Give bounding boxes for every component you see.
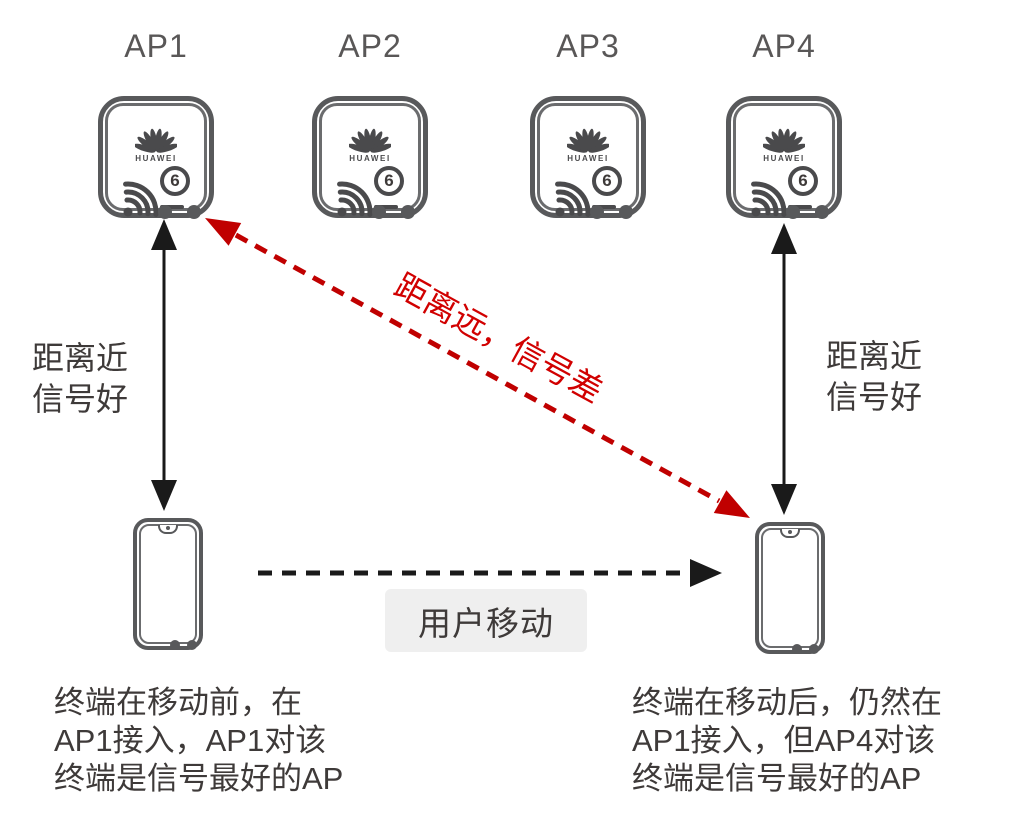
phone-screen <box>761 528 819 648</box>
phone-foot <box>792 644 802 654</box>
ap4-label: AP4 <box>752 28 816 64</box>
arrow-user-move <box>258 559 722 587</box>
arrow-ap1-phone1 <box>151 219 177 511</box>
ap-foot <box>401 205 415 219</box>
ap-indicator-dash <box>592 205 616 209</box>
near-signal-label-right: 距离近 信号好 <box>818 336 930 418</box>
huawei-wordmark: HUAWEI <box>349 154 391 163</box>
ap3-device: HUAWEI 6 <box>530 96 646 219</box>
ap1-label: AP1 <box>124 28 188 64</box>
wifi6-number: 6 <box>602 171 612 190</box>
huawei-logo-icon <box>349 128 391 153</box>
ap-indicator-dash <box>788 205 812 209</box>
wifi-icon <box>555 181 591 217</box>
ap1-device: HUAWEI 6 <box>98 96 214 219</box>
ap-foot <box>158 205 172 219</box>
ap-foot <box>786 205 800 219</box>
phone-foot <box>809 644 819 654</box>
phone-foot <box>187 640 197 650</box>
caption-before-line2: AP1接入，AP1对该 <box>54 723 327 758</box>
caption-before-line3: 终端是信号最好的AP <box>54 761 344 796</box>
huawei-wordmark: HUAWEI <box>763 154 805 163</box>
ap2-label: AP2 <box>338 28 402 64</box>
phone-after-move <box>755 522 825 654</box>
phone-notch <box>780 529 800 538</box>
phone-before-move <box>133 518 203 650</box>
caption-before-line1: 终端在移动前，在 <box>54 685 302 720</box>
wifi-icon <box>123 181 159 217</box>
caption-before-move: 终端在移动前，在 AP1接入，AP1对该 终端是信号最好的AP <box>54 684 343 798</box>
huawei-wordmark: HUAWEI <box>567 154 609 163</box>
ap-foot <box>372 205 386 219</box>
near-right-line1: 距离近 <box>825 338 922 374</box>
caption-after-move: 终端在移动后，仍然在 AP1接入，但AP4对该 终端是信号最好的AP <box>632 684 942 798</box>
near-signal-label-left: 距离近 信号好 <box>24 338 136 420</box>
phone-camera-dot <box>166 526 170 530</box>
wifi6-number: 6 <box>170 171 180 190</box>
arrow-ap4-phone2 <box>771 223 797 515</box>
wifi6-badge: 6 <box>374 166 404 196</box>
wifi6-badge: 6 <box>160 166 190 196</box>
huawei-logo-icon <box>135 128 177 153</box>
ap4-device: HUAWEI 6 <box>726 96 842 219</box>
user-move-label: 用户移动 <box>385 589 587 652</box>
ap-device-face: HUAWEI 6 <box>733 103 835 217</box>
ap-device-face: HUAWEI 6 <box>105 103 207 217</box>
wifi6-badge: 6 <box>788 166 818 196</box>
near-left-line2: 信号好 <box>31 381 128 417</box>
caption-after-line2: AP1接入，但AP4对该 <box>632 723 936 758</box>
phone-foot <box>170 640 180 650</box>
arrow-ap1-phone2-far <box>205 218 750 518</box>
near-left-line1: 距离近 <box>31 340 128 376</box>
ap2-device: HUAWEI 6 <box>312 96 428 219</box>
ap3-label: AP3 <box>556 28 620 64</box>
ap-foot <box>187 205 201 219</box>
caption-after-line3: 终端是信号最好的AP <box>632 761 922 796</box>
wifi-icon <box>751 181 787 217</box>
phone-screen <box>139 524 197 644</box>
wifi6-badge: 6 <box>592 166 622 196</box>
caption-after-line1: 终端在移动后，仍然在 <box>632 685 942 720</box>
phone-camera-dot <box>788 530 792 534</box>
ap-indicator-dash <box>160 205 184 209</box>
ap-device-face: HUAWEI 6 <box>319 103 421 217</box>
huawei-logo-icon <box>567 128 609 153</box>
ap-foot <box>590 205 604 219</box>
phone-notch <box>158 525 178 534</box>
ap-indicator-dash <box>374 205 398 209</box>
ap-device-face: HUAWEI 6 <box>537 103 639 217</box>
ap-foot <box>815 205 829 219</box>
huawei-wordmark: HUAWEI <box>135 154 177 163</box>
far-signal-label: 距离远，信号差 <box>388 266 609 410</box>
wifi6-number: 6 <box>384 171 394 190</box>
wifi-icon <box>337 181 373 217</box>
wifi6-number: 6 <box>798 171 808 190</box>
near-right-line2: 信号好 <box>825 379 922 415</box>
huawei-logo-icon <box>763 128 805 153</box>
ap-foot <box>619 205 633 219</box>
